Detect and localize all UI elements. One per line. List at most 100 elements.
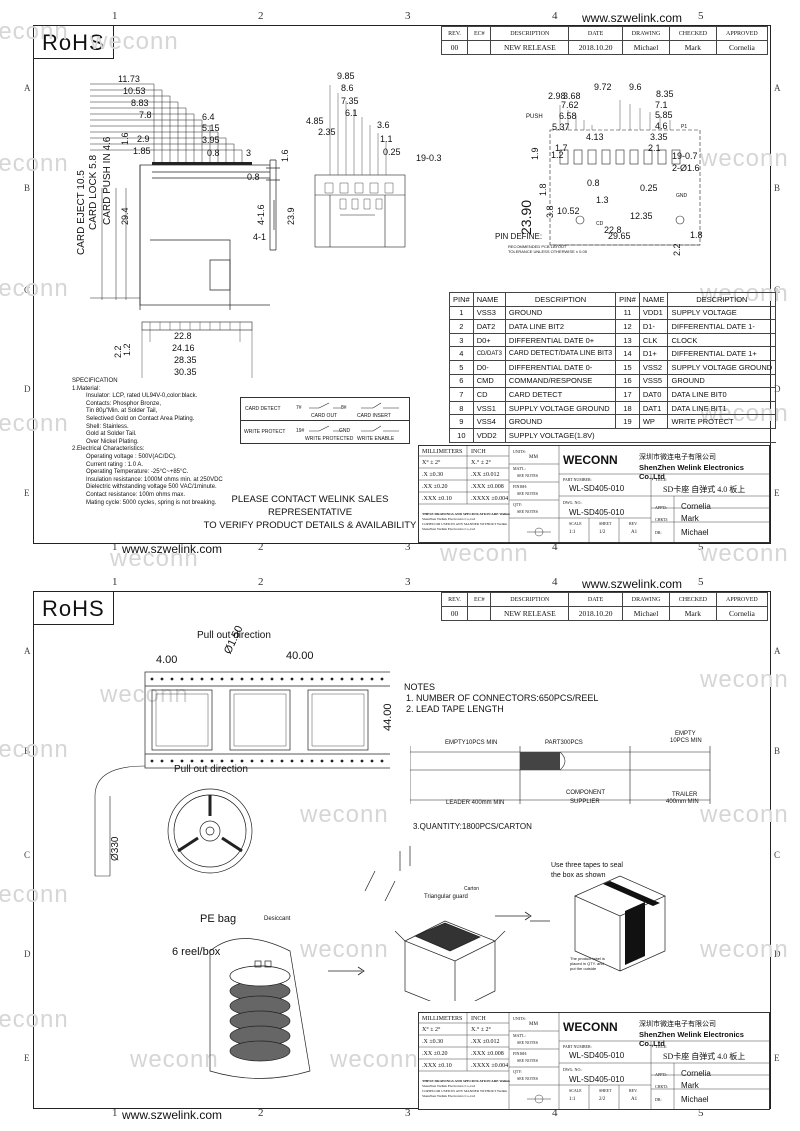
pin-cell: WRITE PROTECT: [667, 414, 777, 429]
spec-line: Current rating : 1.0 A.: [86, 461, 144, 468]
inch-label: INCH: [471, 1016, 486, 1022]
description-header: DESCRIPTION: [667, 292, 777, 307]
note-1: 1. NUMBER OF CONNECTORS:650PCS/REEL: [406, 693, 599, 703]
tol-3-in: .XXXX ±0.004: [471, 496, 509, 502]
drawing-header: DRAWING: [622, 592, 671, 607]
ruler-col-4-bottom: 4: [552, 541, 558, 553]
ruler-col-2: 2: [258, 576, 264, 588]
pe-bag-drawing: [209, 938, 311, 1079]
ruler-col-3-bottom: 3: [405, 1107, 411, 1119]
desiccant-label: Desiccant: [264, 916, 291, 922]
description-value: NEW RELEASE: [490, 606, 570, 621]
note-2: 2. LEAD TAPE LENGTH: [406, 704, 504, 714]
recommended-pcb-label: RECOMMENDED PCB LAYOUT: [508, 244, 567, 249]
pin-cell: DIFFERENTIAL DATE 1+: [667, 346, 777, 361]
watermark: weconn: [0, 881, 69, 908]
units-value: MM: [529, 455, 538, 460]
rev-header: REV.: [440, 26, 469, 41]
pin-cell: GROUND: [667, 373, 777, 389]
pin-cell: 6: [449, 373, 474, 389]
specification-block: SPECIFICATION 1.Material: Insulator: LCP…: [72, 378, 242, 507]
company-cn: 深圳市微连电子有限公司: [639, 1020, 716, 1028]
dim-5-15: 5.15: [202, 123, 220, 133]
scale-value: 1:1: [569, 1097, 576, 1102]
dr-label: DR:: [655, 1097, 662, 1102]
pcb-layout-view: [549, 100, 701, 246]
dim-side-4-1-6: 4-1.6: [256, 204, 266, 225]
dr-value: Michael: [681, 528, 709, 537]
tapes-label-2: the box as shown: [551, 872, 606, 879]
approved-header: APPROVED: [715, 592, 769, 607]
units-label: UNITS:: [513, 449, 526, 454]
watermark: weconn: [440, 540, 529, 567]
lead-tape-diagram: [410, 746, 711, 804]
write-enable-label: WRITE ENABLE: [357, 436, 395, 442]
watermark: weconn: [90, 28, 179, 55]
pin-cell: VSS2: [638, 359, 669, 375]
ec-value: [467, 40, 492, 55]
ruler-row-e-right: E: [774, 1053, 780, 1063]
scale-label: SCALE: [569, 1088, 582, 1093]
checked-header: CHECKED: [669, 26, 717, 41]
company-en: ShenZhen Welink Electronics Co.,Ltd: [639, 463, 744, 481]
millimeters-label: MILLIMETERS: [422, 449, 463, 455]
part-number-label: PART NUMBER:: [563, 1044, 592, 1049]
pin-cell: VSS5: [638, 373, 669, 389]
notice-line-2: ShenZhen Welink Electronics Co.,Ltd: [422, 1084, 476, 1088]
finish-value: SEE NOTES: [517, 491, 538, 496]
ruler-row-d-right: D: [774, 949, 781, 959]
pin-cell: CLK: [638, 332, 669, 348]
units-value: MM: [529, 1022, 538, 1027]
checked-value: Mark: [669, 40, 717, 55]
ec-header: EC#: [467, 26, 492, 41]
qty-value: SEE NOTES: [517, 509, 538, 514]
p1-label: P1: [681, 124, 688, 130]
gnd-label: GND: [339, 428, 351, 434]
drawing-value: Michael: [622, 40, 671, 55]
rev-value: A1: [631, 1097, 638, 1102]
description-header: DESCRIPTION: [490, 592, 570, 607]
checked-value: Mark: [669, 606, 717, 621]
ruler-row-c-right: C: [774, 850, 781, 860]
dr-label: DR:: [655, 530, 662, 535]
ruler-col-4: 4: [552, 576, 558, 588]
drawing-title: SD卡座 自弹式 4.0 板上: [663, 1052, 746, 1061]
arrow-icon: [495, 911, 532, 921]
ruler-row-b-right: B: [774, 746, 781, 756]
website-url-bottom: www.szwelink.com: [122, 1108, 223, 1122]
weconn-logo: WECONN: [563, 1020, 618, 1034]
tape-reel-drawing: [94, 671, 390, 877]
spec-title: SPECIFICATION: [72, 378, 118, 384]
dwg-number: WL-SD405-010: [569, 508, 625, 517]
pin-cell: 12: [615, 319, 640, 334]
pin-cell: 16: [615, 373, 640, 389]
spec-line: Shell: Stainless.: [86, 423, 129, 430]
dim-side-1-6: 1.6: [280, 149, 290, 162]
arrow-icon: [328, 966, 365, 976]
spec-line: Dielectric withstanding voltage 500 VAC/…: [86, 484, 217, 491]
matl-value: SEE NOTES: [517, 473, 538, 478]
dim-6-1: 6.1: [345, 108, 358, 118]
dim-11-73: 11.73: [118, 74, 140, 84]
dim-19-0-3: 19-0.3: [416, 153, 442, 163]
pin-cell: 4: [449, 346, 474, 361]
ruler-row-a: A: [24, 646, 31, 656]
ruler-col-4: 4: [552, 10, 558, 22]
pitch-40-00: 40.00: [286, 650, 314, 662]
watermark: weconn: [110, 545, 199, 572]
sheet-2-frame: [33, 591, 771, 1109]
ruler-col-5: 5: [698, 576, 704, 588]
weconn-logo: WECONN: [563, 453, 618, 467]
ruler-row-b: B: [24, 183, 31, 193]
watermark: weconn: [0, 736, 69, 763]
spec-line: Mating cycle: 5000 cycles, spring is not…: [86, 499, 217, 506]
dim-1-9: 1.9: [530, 147, 540, 160]
rohs-mark: RoHS: [34, 592, 114, 625]
triangular-guard-label: Triangular guard: [424, 894, 468, 900]
ec-header: EC#: [467, 592, 492, 607]
notice-line-2: ShenZhen Welink Electronics Co.,Ltd: [422, 517, 476, 521]
dim-28-35: 28.35: [174, 355, 197, 365]
tape-empty-right: EMPTY: [675, 731, 696, 737]
tape-component: COMPONENT: [566, 790, 605, 796]
